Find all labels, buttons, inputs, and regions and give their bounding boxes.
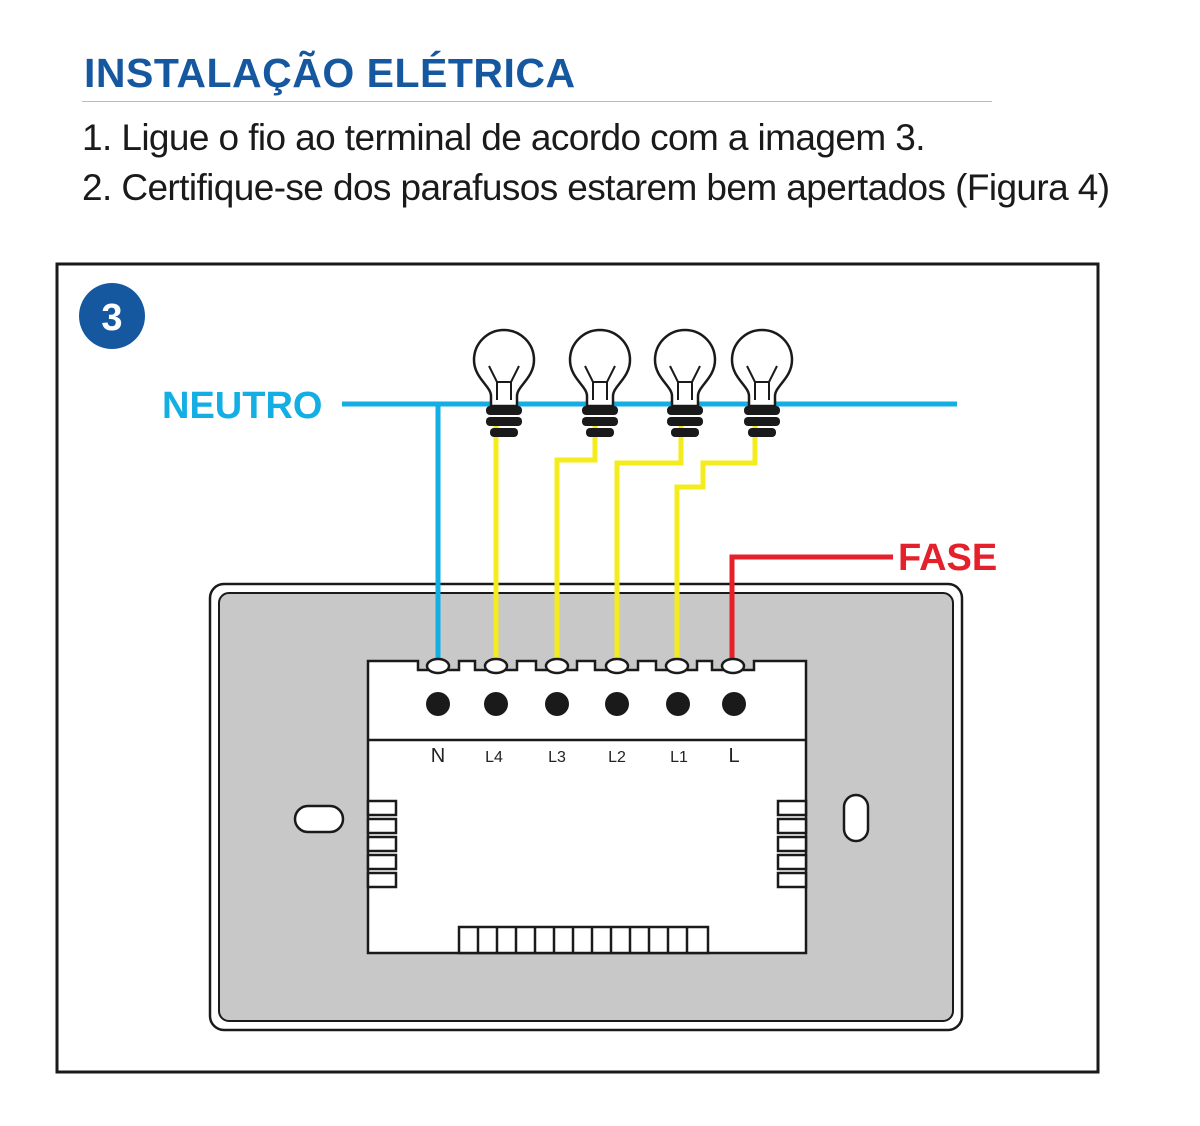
terminal-label-l1: L1 bbox=[670, 749, 688, 766]
phase-wire bbox=[729, 554, 893, 662]
terminal-caps bbox=[425, 657, 746, 675]
right-vents bbox=[776, 799, 808, 889]
instruction-step-2: 2. Certifique-se dos parafusos estarem b… bbox=[82, 167, 1110, 208]
screw-l3 bbox=[545, 692, 569, 716]
figure-number-badge: 3 bbox=[79, 283, 145, 349]
screw-l4 bbox=[484, 692, 508, 716]
terminal-label-l2: L2 bbox=[608, 749, 626, 766]
switch-module bbox=[366, 659, 808, 955]
wire-l1 bbox=[674, 418, 758, 662]
neutral-wire bbox=[342, 401, 957, 662]
left-vents bbox=[366, 799, 398, 889]
terminal-label-n: N bbox=[431, 745, 445, 767]
neutral-label: NEUTRO bbox=[162, 385, 322, 427]
terminal-label-l3: L3 bbox=[548, 749, 566, 766]
instruction-step-1: 1. Ligue o fio ao terminal de acordo com… bbox=[82, 117, 925, 158]
mounting-slot-left bbox=[293, 804, 345, 834]
section-title: INSTALAÇÃO ELÉTRICA bbox=[84, 50, 576, 96]
screw-n bbox=[426, 692, 450, 716]
terminal-screws bbox=[426, 692, 746, 716]
terminal-label-l4: L4 bbox=[485, 749, 503, 766]
mounting-slot-right bbox=[842, 793, 870, 843]
figure-number: 3 bbox=[101, 297, 122, 339]
title-divider bbox=[82, 101, 992, 102]
screw-l2 bbox=[605, 692, 629, 716]
screw-l bbox=[722, 692, 746, 716]
wire-l3 bbox=[554, 418, 598, 662]
load-wires bbox=[493, 418, 758, 662]
bottom-connector bbox=[457, 925, 710, 955]
screw-l1 bbox=[666, 692, 690, 716]
terminal-label-l: L bbox=[728, 745, 739, 767]
wire-l2 bbox=[614, 418, 684, 662]
phase-label: FASE bbox=[898, 537, 997, 579]
